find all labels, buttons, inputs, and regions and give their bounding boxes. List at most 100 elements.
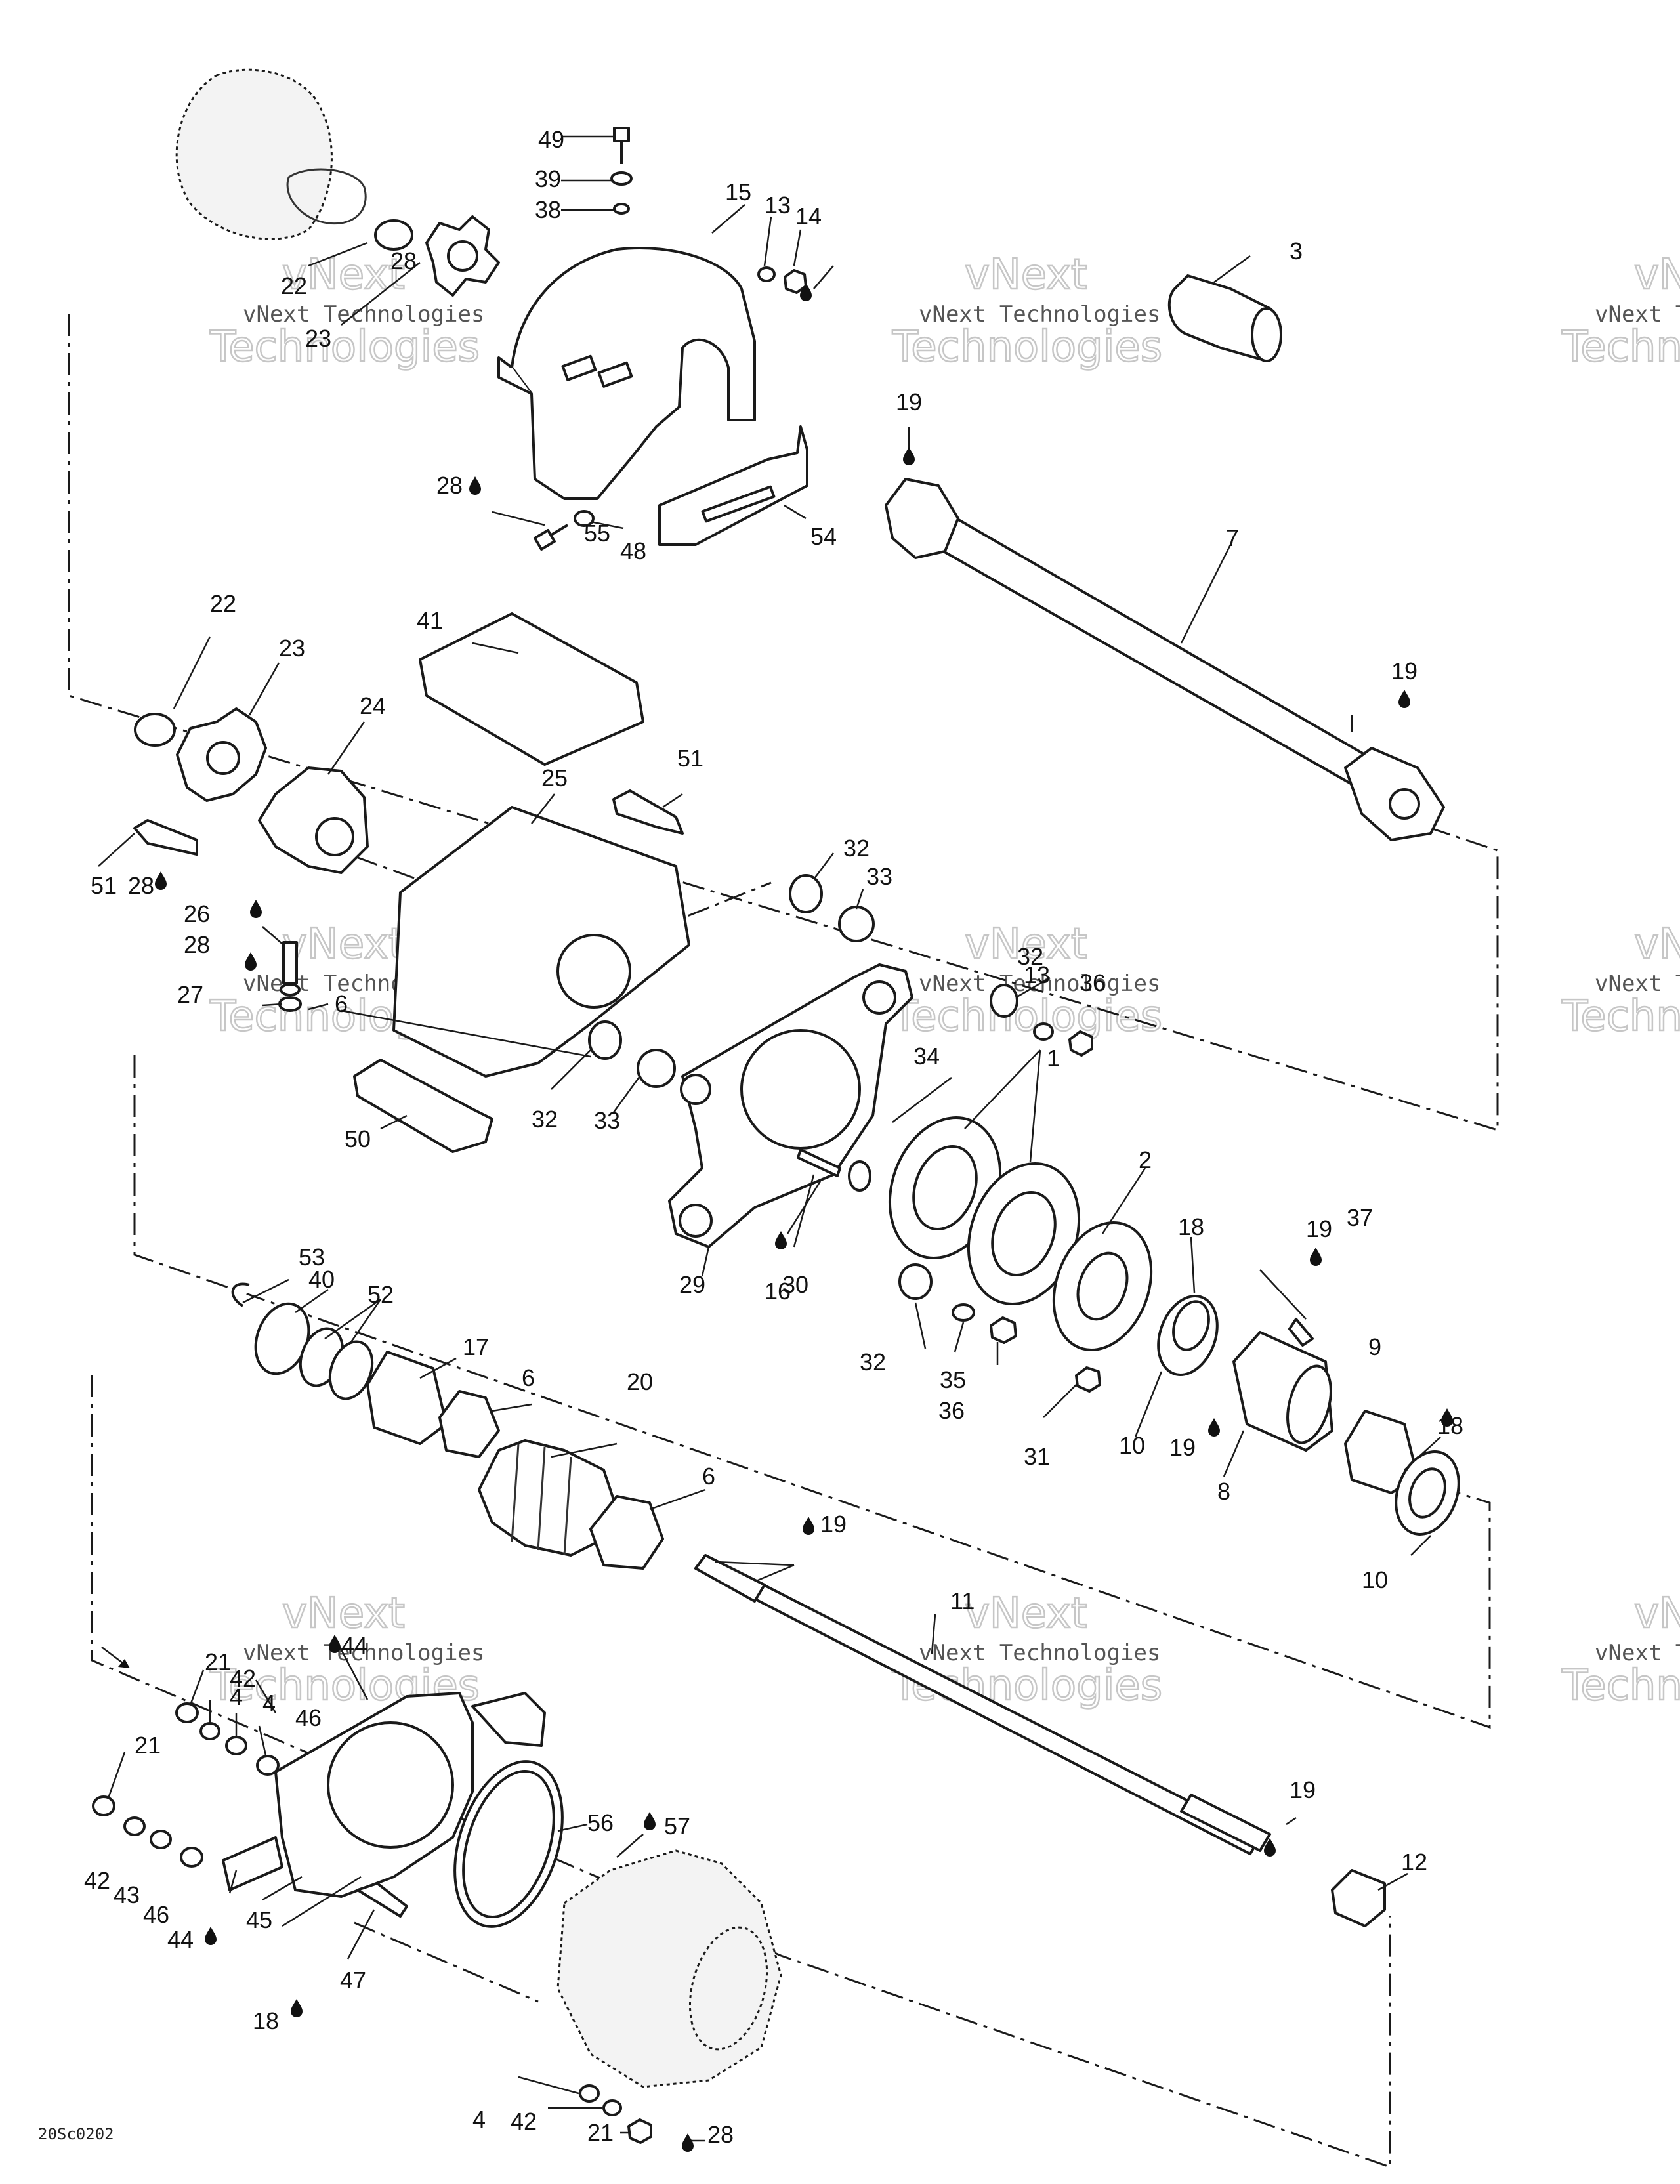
part-33-spacer-upper — [838, 906, 875, 942]
part-22-bushing — [374, 219, 413, 251]
watermark-text: vNext Technologies — [919, 1640, 1160, 1666]
part-51-bolt-upper — [612, 789, 684, 835]
cover-flange — [497, 356, 532, 395]
leader-lines — [98, 135, 1441, 2142]
bearing-support-assembly — [133, 612, 690, 1153]
boot-parts — [231, 1282, 664, 1570]
callout-label: 6 — [702, 1463, 715, 1490]
watermark-ghost-word: vNext — [282, 920, 405, 969]
part-36-nut — [990, 1316, 1017, 1344]
callout-label: 44 — [167, 1926, 194, 1953]
watermark-ghost-word: Technologies — [1561, 992, 1680, 1041]
part-18-clamp-ring — [1172, 1300, 1210, 1351]
callout-label: 33 — [594, 1107, 620, 1134]
watermark-text: vNext Technologies — [919, 301, 1160, 327]
part-48-washer — [574, 510, 595, 527]
part-54-bracket — [658, 425, 808, 546]
callout-label: 4 — [472, 2106, 486, 2133]
part-53-retaining-ring — [231, 1282, 250, 1307]
callout-label: 4 — [262, 1690, 276, 1717]
watermark-ghost-word: vNext — [965, 920, 1087, 969]
part-2-plate-inner — [1076, 1251, 1129, 1321]
bracket-slot — [701, 485, 776, 523]
drop-icon — [250, 900, 262, 918]
callout-label: 26 — [184, 900, 210, 927]
callout-label: 1 — [1047, 1045, 1060, 1072]
callout-label: 52 — [368, 1281, 394, 1308]
part-13-washer-mid — [1033, 1022, 1054, 1041]
part-56-wear-ring-inner — [462, 1769, 555, 1919]
callout-label: 51 — [91, 872, 117, 899]
part-42-washer-b — [123, 1816, 146, 1836]
watermark-ghost-word: vNext — [965, 251, 1087, 299]
housing-ear-left — [680, 1074, 711, 1105]
guide-line-pump — [354, 1922, 539, 2003]
part-39-washer — [610, 171, 633, 186]
callout-label: 19 — [1391, 658, 1418, 684]
callout-label: 9 — [1368, 1334, 1381, 1360]
watermark-ghost-word: Technologies — [1561, 323, 1680, 371]
callout-label: 16 — [765, 1278, 791, 1305]
callout-label: 8 — [1217, 1478, 1230, 1505]
part-43-washer-b — [150, 1830, 172, 1849]
engine-flywheel-part — [175, 68, 367, 240]
callout-label: 18 — [1437, 1412, 1463, 1439]
callout-label: 23 — [305, 325, 331, 352]
watermark-text: vNext Technologies — [1595, 301, 1680, 327]
drop-icon — [1208, 1418, 1220, 1437]
jet-pump-parts — [453, 1760, 782, 2144]
watermark-ghost-word: Technologies — [892, 323, 1162, 371]
callout-label: 36 — [938, 1397, 965, 1424]
callout-label: 32 — [843, 835, 870, 862]
watermark-ghost-word: Technologies — [892, 992, 1162, 1041]
part-36-nut-mid — [1068, 1030, 1093, 1057]
callout-label: 24 — [360, 692, 386, 719]
callout-label: 14 — [795, 203, 822, 230]
callout-label: 27 — [177, 981, 203, 1008]
part-21-nut-pump — [627, 2118, 652, 2144]
part-30-stud — [797, 1148, 841, 1177]
driveshaft-tube — [931, 511, 1366, 786]
callout-label: 13 — [1024, 961, 1050, 988]
part-21-nut-b — [92, 1796, 116, 1816]
callout-label: 4 — [230, 1683, 243, 1710]
callout-label: 18 — [1178, 1213, 1204, 1240]
part-45-mounting-plate — [222, 1692, 546, 1918]
part-44-shim — [222, 1836, 284, 1891]
callout-label: 21 — [205, 1648, 231, 1675]
part-32-bushing-mid — [990, 984, 1018, 1018]
callout-label: 38 — [535, 196, 561, 223]
part-17-sleeve — [366, 1351, 448, 1445]
callout-label: 50 — [345, 1125, 371, 1152]
part-49-screw — [613, 127, 630, 142]
watermark-ghost-word: vNext — [1634, 1589, 1680, 1638]
part-41-plate — [419, 612, 644, 766]
callout-label: 25 — [541, 765, 568, 791]
callout-labels: 1 2 3 4 4 4 6 6 6 7 8 9 10 10 11 12 13 1… — [84, 126, 1463, 2148]
callout-label: 19 — [820, 1511, 847, 1538]
callout-label: 3 — [1290, 238, 1303, 264]
part-25-bearing-support — [392, 806, 690, 1078]
cover-hardware — [534, 127, 807, 551]
callout-label: 28 — [184, 931, 210, 958]
cover-body — [511, 247, 756, 500]
part-4-washer-pump — [579, 2084, 600, 2103]
part-21-nut-a — [175, 1702, 199, 1723]
watermark-text: vNext Technologies — [1595, 971, 1680, 997]
watermark-ghost-word: vNext — [965, 1589, 1087, 1638]
watermark-ghost-word: vNext — [282, 1589, 405, 1638]
callout-label: 35 — [940, 1366, 966, 1393]
callout-label: 6 — [335, 990, 348, 1017]
part-12-cap — [1331, 1869, 1386, 1927]
part-46-washer-b — [180, 1847, 203, 1868]
part-51-bolt-left — [133, 819, 198, 856]
watermark-group: vNext vNext Technologies Technologies vN… — [209, 250, 1680, 1712]
pump-hardware — [92, 1702, 280, 1868]
callout-label: 15 — [725, 178, 751, 205]
drop-icon — [803, 1517, 814, 1535]
part-42-washer-a — [200, 1722, 220, 1740]
callout-label: 57 — [664, 1813, 690, 1839]
callout-label: 20 — [627, 1368, 653, 1395]
part-15-driveshaft-cover — [497, 247, 808, 546]
